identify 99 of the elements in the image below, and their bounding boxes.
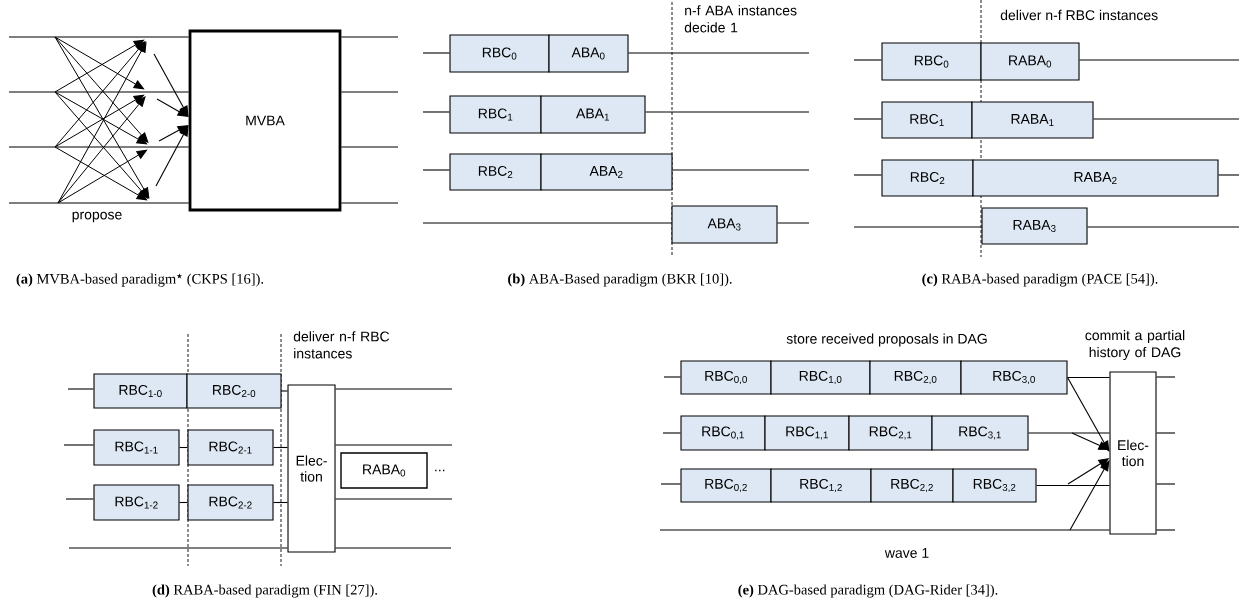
timeline [179, 501, 188, 504]
instance-box: RBC$_{2-1}$ [187, 429, 274, 466]
annotation: wave 1 [884, 548, 929, 558]
timeline [8, 202, 190, 204]
instance-box: RBC$_{1-0}$ [93, 373, 188, 409]
arrow [1069, 460, 1110, 531]
instance-box: RBC$_{2}$ [449, 153, 542, 191]
timeline [853, 174, 882, 176]
figure-caption: (a) MVBA-based paradigm$^{★}$ (CKPS [16]). [16, 273, 264, 287]
timeline [422, 52, 450, 54]
instance-box: RABA$_{0}$ [340, 452, 428, 489]
figure-caption: (e) DAG-based paradigm (DAG-Rider [34]). [738, 584, 998, 598]
instance-box: RBC$_{3,0}$ [960, 360, 1068, 395]
instance-box: RBC$_{2-2}$ [187, 484, 274, 521]
timeline [422, 169, 450, 171]
annotation: deliver n-f RBC instances [1000, 9, 1158, 21]
timeline [1156, 483, 1176, 485]
timeline [340, 36, 399, 38]
timeline [335, 498, 453, 500]
timeline [281, 390, 288, 392]
timeline [8, 146, 190, 148]
instance-box: RBC$_{1-1}$ [93, 429, 180, 466]
instance-box: RBC$_{1,2}$ [770, 468, 872, 503]
timeline [1036, 484, 1110, 487]
timeline [273, 501, 288, 504]
instance-box: RBC$_{2,0}$ [869, 360, 962, 395]
timeline [340, 202, 399, 204]
annotation: commit a partial history of DAG [1085, 329, 1185, 360]
timeline [63, 444, 94, 446]
timeline [1218, 174, 1240, 176]
instance-box: ABA$_{1}$ [540, 95, 646, 134]
timeline [628, 52, 810, 54]
timeline [659, 529, 1110, 531]
timeline [335, 547, 452, 549]
timeline [853, 118, 882, 120]
instance-box: RBC$_{1,1}$ [764, 415, 850, 451]
timeline [68, 547, 288, 549]
instance-box: RBC$_{1,0}$ [770, 360, 871, 395]
instance-box: RBC$_{0}$ [449, 34, 550, 73]
figure-caption: (c) RABA-based paradigm (PACE [54]). [922, 273, 1158, 287]
figure-caption: (b) ABA-Based paradigm (BKR [10]). [508, 273, 732, 287]
timeline [777, 222, 810, 224]
timeline [422, 111, 450, 113]
instance-box: RBC$_{1}$ [881, 101, 973, 139]
timeline [662, 432, 681, 434]
timeline [1079, 59, 1240, 61]
instance-box: ABA$_{2}$ [540, 153, 673, 191]
timeline [67, 388, 94, 390]
figure-caption: (d) RABA-based paradigm (FIN [27]). [152, 584, 377, 598]
instance-box: RABA$_{1}$ [971, 101, 1094, 139]
timeline [1156, 529, 1176, 531]
timeline [335, 388, 453, 390]
election-box: Elec- tion [1109, 371, 1157, 535]
instance-box: RABA$_{3}$ [981, 207, 1088, 245]
instance-box: RBC$_{3,2}$ [952, 468, 1037, 503]
instance-box: ABA$_{3}$ [671, 205, 778, 244]
timeline [853, 59, 882, 61]
instance-box: RBC$_{1-2}$ [93, 484, 180, 521]
timeline [1156, 432, 1176, 434]
timeline [179, 446, 188, 449]
instance-box: RABA$_{0}$ [980, 42, 1080, 81]
timeline [273, 446, 288, 449]
timeline [1028, 432, 1110, 434]
instance-box: RBC$_{3,1}$ [931, 415, 1029, 451]
instance-box: RBC$_{2-0}$ [186, 373, 282, 409]
timeline [663, 376, 681, 378]
timeline [340, 146, 399, 148]
ellipsis-text: ... [435, 469, 445, 472]
instance-box: RBC$_{1}$ [449, 95, 542, 134]
timeline [1067, 376, 1110, 379]
timeline [335, 444, 453, 446]
instance-box: RBC$_{2}$ [881, 159, 974, 197]
timeline [660, 483, 681, 485]
mvba-box: MVBA [188, 29, 342, 212]
arrow [153, 53, 189, 117]
instance-box: ABA$_{0}$ [548, 34, 629, 73]
timeline [340, 91, 399, 93]
annotation: deliver n-f RBC instances [293, 331, 390, 359]
timeline [853, 226, 982, 228]
instance-box: RBC$_{0}$ [881, 42, 982, 81]
arrow [155, 125, 189, 187]
timeline [645, 111, 810, 113]
annotation: store received proposals in DAG [786, 333, 987, 347]
instance-box: RBC$_{0,0}$ [680, 360, 772, 395]
annotation: propose [72, 211, 122, 223]
timeline [8, 91, 190, 93]
timeline [1156, 376, 1176, 378]
annotation: n-f ABA instances decide 1 [684, 5, 797, 33]
timeline [1087, 226, 1240, 228]
instance-box: RBC$_{0,1}$ [680, 415, 766, 451]
timeline [422, 222, 672, 224]
timeline [1093, 118, 1240, 120]
instance-box: RBC$_{0,2}$ [680, 468, 772, 503]
timeline [672, 169, 810, 171]
instance-box: RBC$_{2,1}$ [848, 415, 933, 451]
timeline [8, 36, 190, 38]
election-box: Elec- tion [287, 384, 336, 553]
instance-box: RBC$_{2,2}$ [870, 468, 954, 503]
timeline [65, 498, 94, 500]
